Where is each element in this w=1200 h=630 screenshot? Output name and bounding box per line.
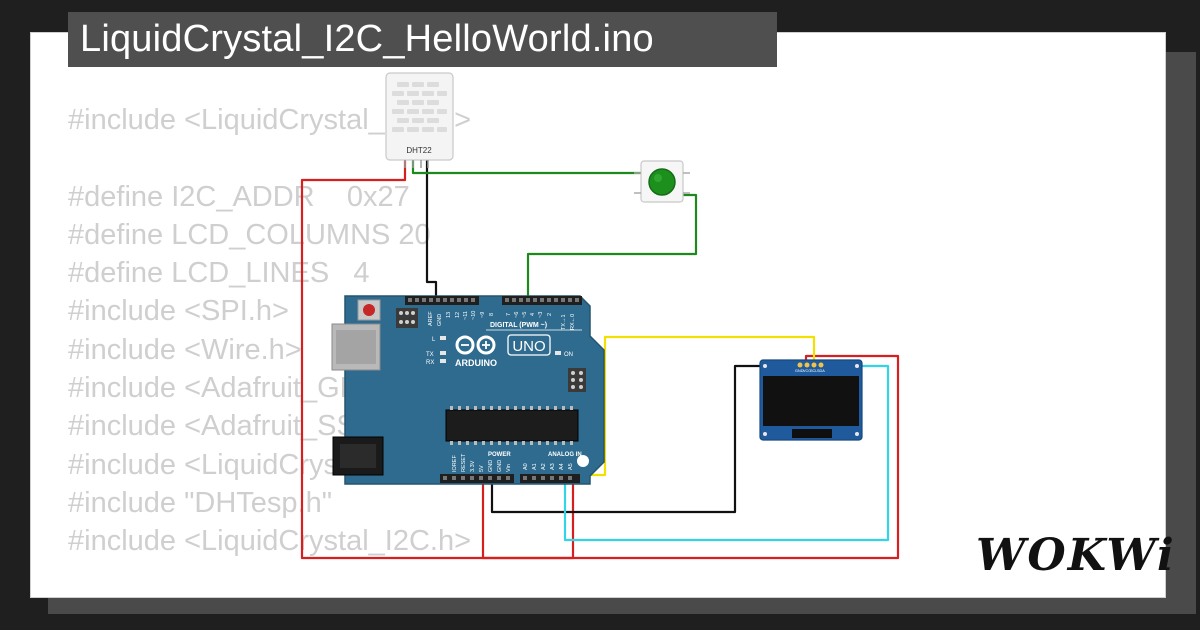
- pin-label-reset: RESET: [461, 453, 467, 472]
- oled-pin-gnd: GND: [795, 369, 804, 373]
- pin-label-a1: A1: [532, 463, 538, 470]
- digital-header-label: DIGITAL (PWM ~): [490, 322, 547, 329]
- dht22-sensor: DHT22: [385, 72, 454, 168]
- pin-label-9: ~9: [480, 312, 486, 318]
- code-line: #include <LiquidCrystal_I2C.h>: [68, 525, 472, 558]
- pin-label-13: 13: [446, 312, 452, 318]
- code-line: #include <Wire.h>: [68, 333, 302, 366]
- dht22-label: DHT22: [406, 146, 432, 155]
- arduino-model: UNO: [512, 338, 545, 355]
- pin-label-5: ~5: [522, 312, 528, 318]
- oled-display: GND VCC SCL SDA: [759, 359, 863, 441]
- pin-label-a0: A0: [523, 463, 529, 470]
- wire-yellow-sda: [580, 335, 816, 477]
- pin-label-6: ~6: [514, 312, 520, 318]
- pin-label-a4: A4: [559, 463, 565, 470]
- pin-label-aref: AREF: [428, 311, 434, 326]
- power-header-label: POWER: [488, 452, 511, 458]
- pin-label-rx0: RX←0: [570, 314, 576, 330]
- arduino-brand: ARDUINO: [455, 358, 497, 368]
- led-label-rx: RX: [426, 360, 434, 366]
- analog-header-label: ANALOG IN: [548, 452, 582, 458]
- pin-label-4: 4: [530, 313, 536, 316]
- pin-label-tx1: TX→1: [561, 314, 567, 330]
- pin-label-10: ~10: [471, 311, 477, 320]
- wire-black-dht-gnd: [425, 160, 438, 300]
- code-line: #include <SPI.h>: [68, 295, 289, 328]
- pin-label-11: ~11: [463, 311, 469, 320]
- led-label-tx: TX: [426, 352, 434, 358]
- pin-label-5v: 5V: [479, 465, 485, 472]
- oled-pin-scl: SCL: [810, 369, 817, 373]
- code-line: #include "DHTesp.h": [68, 486, 333, 519]
- pin-label-a5: A5: [568, 463, 574, 470]
- led-label-l: L: [432, 337, 436, 343]
- sketch-title: LiquidCrystal_I2C_HelloWorld.ino: [68, 12, 777, 67]
- oled-pin-sda: SDA: [817, 369, 825, 373]
- pin-label-gnd: GND: [437, 314, 443, 326]
- arduino-uno-board: AREF GND 13 12 ~11 ~10 ~9 8 7 ~6 ~5 4 ~3…: [331, 295, 605, 485]
- wokwi-logo: WOKWi: [976, 530, 1176, 581]
- pin-label-vin: Vin: [506, 464, 512, 472]
- oled-pin-vcc: VCC: [803, 369, 811, 373]
- code-line: #define I2C_ADDR 0x27: [68, 180, 410, 213]
- pin-label-ioref: IOREF: [452, 455, 458, 472]
- wire-green-dht-data: [411, 160, 645, 175]
- preview-card: [30, 32, 1166, 598]
- pin-label-gnd2: GND: [497, 460, 503, 472]
- code-line: #define LCD_COLUMNS 20: [68, 218, 431, 251]
- wire-green-button: [526, 193, 698, 300]
- pin-label-a3: A3: [550, 463, 556, 470]
- pin-label-a2: A2: [541, 463, 547, 470]
- led-label-on: ON: [564, 352, 573, 358]
- push-button: [634, 160, 690, 203]
- pin-label-7: 7: [506, 313, 512, 316]
- arduino-logo-icon: [455, 335, 496, 355]
- pin-label-8: 8: [489, 313, 495, 316]
- pin-label-12: 12: [455, 312, 461, 318]
- pin-label-3: ~3: [538, 312, 544, 318]
- pin-label-gnd1: GND: [488, 460, 494, 472]
- pin-label-3v3: 3.3V: [470, 460, 476, 472]
- wire-red-oled-vcc: [481, 354, 900, 560]
- pin-label-2: 2: [547, 313, 553, 316]
